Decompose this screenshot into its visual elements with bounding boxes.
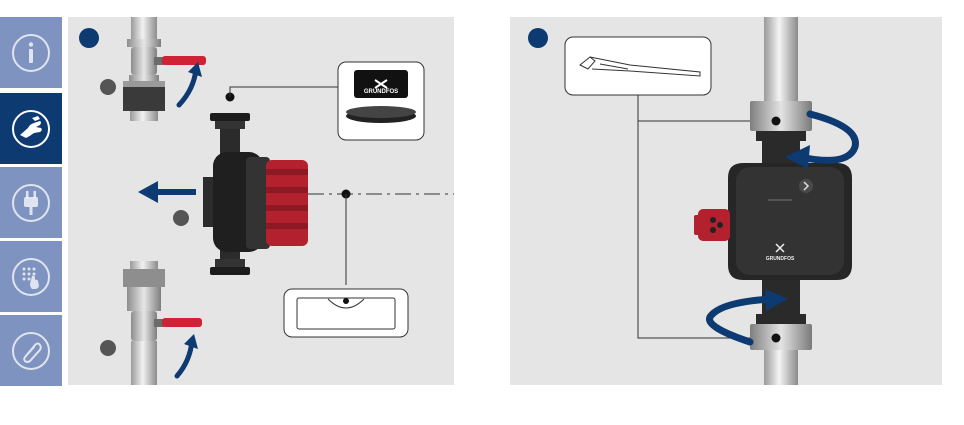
upper-union-nut: [123, 87, 165, 111]
supply-pipe-lower: [764, 347, 798, 385]
step-dot-1: [100, 79, 116, 95]
circulator-pump: [203, 113, 308, 275]
info-icon: [10, 32, 52, 74]
rotate-arrow-upper: [179, 69, 196, 105]
step-badge: [528, 28, 548, 48]
valve-handle-red: [162, 56, 206, 65]
gasket-callout-box: GRUNDFOS: [338, 62, 424, 140]
upper-union-nut: [750, 101, 812, 141]
valve-handle-red-lower: [162, 318, 202, 327]
step-dot-3: [100, 340, 116, 356]
lower-union-nut: [750, 314, 812, 350]
diagram-panel-step-b: GRUNDFOS: [510, 17, 942, 385]
wrench-hand-icon: [10, 108, 52, 150]
step-dot-2: [173, 210, 189, 226]
gasket-callout-line: [230, 87, 338, 97]
sidebar-item-electrical[interactable]: [0, 167, 62, 238]
sidebar-item-info[interactable]: [0, 17, 62, 88]
diagram-panel-step-a: GRUNDFOS: [68, 17, 454, 385]
paperclip-icon: [10, 330, 52, 372]
sidebar-item-attachments[interactable]: [0, 315, 62, 386]
rotate-arrow-lower: [177, 341, 192, 376]
plug-icon: [10, 182, 52, 224]
step-badge: [79, 28, 99, 48]
wrench-callout-line-upper: [638, 95, 750, 121]
spirit-level-callout: [284, 289, 408, 337]
supply-pipe-upper: [764, 17, 798, 101]
power-plug-connector: [694, 209, 730, 241]
sidebar-item-settings[interactable]: [0, 241, 62, 312]
sidebar: [0, 17, 62, 385]
lower-gasket: [210, 267, 250, 275]
touch-keypad-icon: [10, 256, 52, 298]
flow-direction-arrow: [138, 181, 196, 203]
pipe-wrench-callout: [565, 37, 711, 95]
circulator-pump-front: GRUNDFOS: [728, 141, 852, 322]
pump-mode-button[interactable]: [799, 179, 813, 193]
grundfos-logo-text: GRUNDFOS: [766, 256, 795, 262]
motor-axis-line: [308, 190, 454, 286]
upper-gasket: [210, 113, 250, 121]
lower-shutoff-valve: [123, 261, 202, 385]
grundfos-logo-text: GRUNDFOS: [364, 89, 398, 95]
sidebar-item-install[interactable]: [0, 93, 62, 164]
